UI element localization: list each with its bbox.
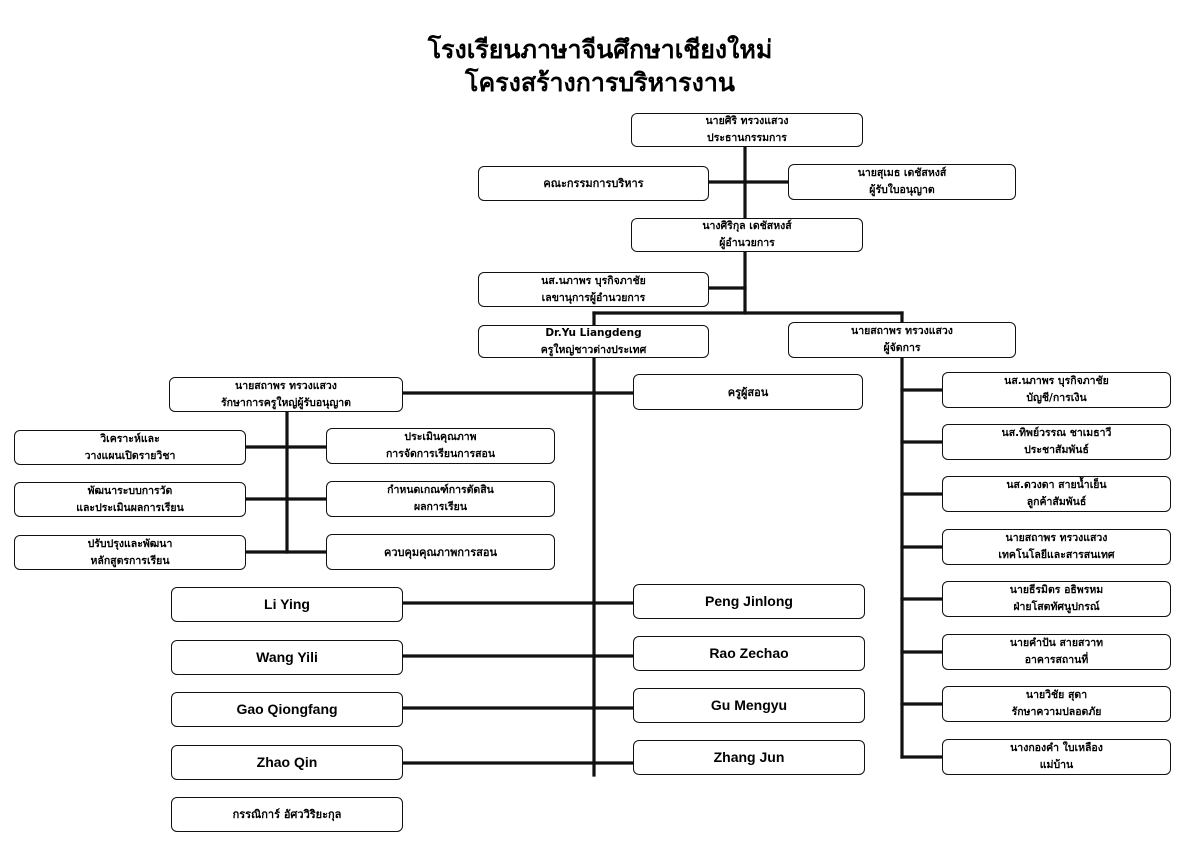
- node-control-quality: ควบคุมคุณภาพการสอน: [326, 534, 555, 570]
- node-information-technology: นายสถาพร ทรวงแสวง เทคโนโลยีและสารสนเทศ: [942, 529, 1171, 565]
- node-name: นายวิชัย สุดา: [1025, 689, 1088, 701]
- node-chairman: นายศิริ ทรวงแสวง ประธานกรรมการ: [631, 113, 863, 147]
- node-improve-curriculum: ปรับปรุงและพัฒนา หลักสูตรการเรียน: [14, 535, 246, 570]
- node-teacher-zhang-jun: Zhang Jun: [633, 740, 865, 775]
- node-role: ครูใหญ่ชาวต่างประเทศ: [540, 343, 647, 356]
- node-role: แม่บ้าน: [1039, 759, 1074, 771]
- node-name: พัฒนาระบบการวัด: [87, 484, 173, 497]
- node-role: รักษาความปลอดภัย: [1011, 706, 1102, 718]
- node-role: วางแผนเปิดรายวิชา: [84, 449, 176, 462]
- node-role: ฝ่ายโสตทัศนูปกรณ์: [1013, 601, 1100, 613]
- node-role: ประชาสัมพันธ์: [1024, 444, 1089, 456]
- node-role: อาคารสถานที่: [1024, 654, 1089, 666]
- node-teacher-gao-qiongfang: Gao Qiongfang: [171, 692, 403, 727]
- node-name: วิเคราะห์และ: [100, 432, 160, 445]
- node-teacher-gu-mengyu: Gu Mengyu: [633, 688, 865, 723]
- node-role: การจัดการเรียนการสอน: [385, 448, 496, 460]
- node-teacher-rao-zechao: Rao Zechao: [633, 636, 865, 671]
- node-name: นายสถาพร ทรวงแสวง: [851, 325, 953, 337]
- node-teacher-wang-yili: Wang Yili: [171, 640, 403, 675]
- node-name: นายศิริ ทรวงแสวง: [705, 115, 789, 127]
- node-name: ควบคุมคุณภาพการสอน: [384, 545, 497, 559]
- node-name: นส.ทิพย์วรรณ ชาเมธาวี: [1001, 427, 1112, 439]
- node-dr-yu: Dr.Yu Liangdeng ครูใหญ่ชาวต่างประเทศ: [478, 325, 709, 358]
- node-role: ลูกค้าสัมพันธ์: [1026, 496, 1087, 508]
- node-name: Gao Qiongfang: [236, 701, 338, 717]
- school-name-title: โรงเรียนภาษาจีนศึกษาเชียงใหม่: [427, 35, 773, 64]
- node-name: นส.นภาพร บุรกิจภาชัย: [541, 274, 646, 287]
- node-role: ผู้อำนวยการ: [719, 237, 775, 249]
- node-role: ผลการเรียน: [413, 501, 468, 513]
- node-name: Zhao Qin: [256, 754, 318, 770]
- node-name: Peng Jinlong: [705, 593, 793, 609]
- node-name: นางกองคำ ใบเหลือง: [1010, 742, 1103, 754]
- node-role: ผู้รับใบอนุญาต: [869, 184, 935, 196]
- node-role: เทคโนโลยีและสารสนเทศ: [998, 549, 1115, 561]
- node-name: Li Ying: [264, 596, 310, 612]
- node-security: นายวิชัย สุดา รักษาความปลอดภัย: [942, 686, 1171, 722]
- node-teacher-kannika: กรรณิการ์ อัศววิริยะกุล: [171, 797, 403, 832]
- node-teacher-peng-jinlong: Peng Jinlong: [633, 584, 865, 619]
- node-role: เลขานุการผู้อำนวยการ: [541, 291, 646, 304]
- node-director: นางศิริกุล เดชัสหงส์ ผู้อำนวยการ: [631, 218, 863, 252]
- node-name: นส.ดวงดา สายน้ำเย็น: [1006, 479, 1107, 491]
- node-customer-relations: นส.ดวงดา สายน้ำเย็น ลูกค้าสัมพันธ์: [942, 476, 1171, 512]
- node-role: รักษาการครูใหญ่ผู้รับอนุญาต: [221, 396, 351, 409]
- node-executive-committee: คณะกรรมการบริหาร: [478, 166, 709, 201]
- node-name: Dr.Yu Liangdeng: [545, 326, 642, 339]
- node-secretary: นส.นภาพร บุรกิจภาชัย เลขานุการผู้อำนวยกา…: [478, 272, 709, 307]
- node-name: Zhang Jun: [713, 749, 785, 765]
- node-building: นายคำปัน สายสวาท อาคารสถานที่: [942, 634, 1171, 670]
- node-name: นายคำปัน สายสวาท: [1009, 637, 1104, 649]
- node-assess-quality: ประเมินคุณภาพ การจัดการเรียนการสอน: [326, 428, 555, 464]
- node-name: นางศิริกุล เดชัสหงส์: [702, 220, 792, 232]
- node-role: ประธานกรรมการ: [707, 132, 787, 144]
- node-role: หลักสูตรการเรียน: [90, 554, 170, 567]
- node-name: Wang Yili: [256, 649, 318, 665]
- node-name: Rao Zechao: [709, 645, 789, 661]
- node-grading-criteria: กำหนดเกณฑ์การตัดสิน ผลการเรียน: [326, 481, 555, 517]
- node-role: และประเมินผลการเรียน: [76, 501, 184, 514]
- node-name: คณะกรรมการบริหาร: [543, 177, 644, 190]
- node-name: นายธีรมิตร อธิพรหม: [1009, 584, 1104, 596]
- node-public-relations: นส.ทิพย์วรรณ ชาเมธาวี ประชาสัมพันธ์: [942, 424, 1171, 460]
- node-develop-evaluation: พัฒนาระบบการวัด และประเมินผลการเรียน: [14, 482, 246, 517]
- chart-subtitle: โครงสร้างการบริหารงาน: [465, 68, 735, 97]
- node-name: กำหนดเกณฑ์การตัดสิน: [387, 484, 494, 496]
- node-accounting: นส.นภาพร บุรกิจภาชัย บัญชี/การเงิน: [942, 372, 1171, 408]
- node-teacher-li-ying: Li Ying: [171, 587, 403, 622]
- node-role: ผู้จัดการ: [883, 342, 921, 354]
- node-manager: นายสถาพร ทรวงแสวง ผู้จัดการ: [788, 322, 1016, 358]
- node-name: นส.นภาพร บุรกิจภาชัย: [1004, 375, 1109, 387]
- node-name: ครูผู้สอน: [727, 385, 769, 399]
- node-licensee: นายสุเมธ เดชัสหงส์ ผู้รับใบอนุญาต: [788, 164, 1016, 200]
- node-housekeeper: นางกองคำ ใบเหลือง แม่บ้าน: [942, 739, 1171, 775]
- node-name: กรรณิการ์ อัศววิริยะกุล: [232, 808, 342, 821]
- node-name: ปรับปรุงและพัฒนา: [87, 537, 173, 550]
- node-analyze-planning: วิเคราะห์และ วางแผนเปิดรายวิชา: [14, 430, 246, 465]
- node-name: Gu Mengyu: [710, 697, 788, 713]
- node-name: ประเมินคุณภาพ: [404, 431, 477, 443]
- node-name: นายสถาพร ทรวงแสวง: [235, 379, 337, 392]
- node-teacher-zhao-qin: Zhao Qin: [171, 745, 403, 780]
- node-teachers: ครูผู้สอน: [633, 374, 863, 410]
- node-acting-principal: นายสถาพร ทรวงแสวง รักษาการครูใหญ่ผู้รับอ…: [169, 377, 403, 412]
- node-audio-visual: นายธีรมิตร อธิพรหม ฝ่ายโสตทัศนูปกรณ์: [942, 581, 1171, 617]
- node-name: นายสถาพร ทรวงแสวง: [1005, 532, 1108, 544]
- node-role: บัญชี/การเงิน: [1026, 392, 1087, 404]
- node-name: นายสุเมธ เดชัสหงส์: [857, 167, 947, 179]
